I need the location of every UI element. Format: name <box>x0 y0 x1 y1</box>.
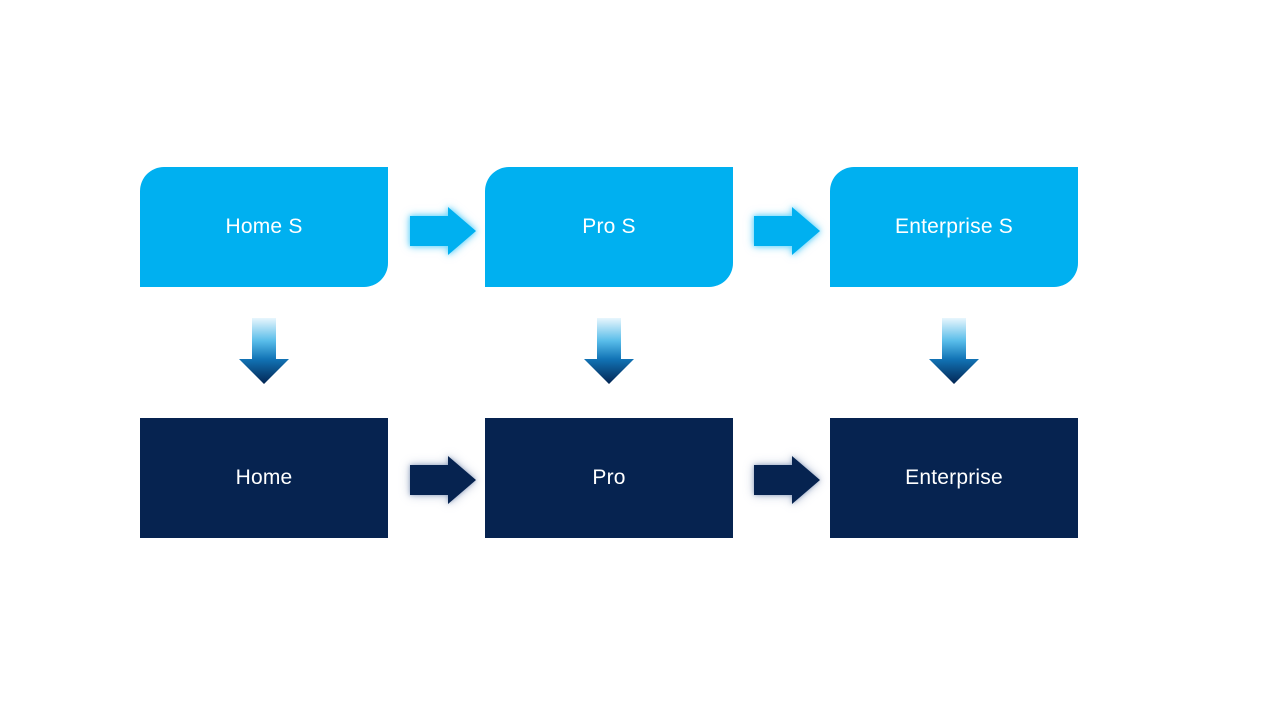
arrow-down-icon <box>584 318 634 384</box>
arrow-right-icon <box>410 456 476 504</box>
node-enterprise-s: Enterprise S <box>830 167 1078 287</box>
arrow-right-icon <box>754 456 820 504</box>
arrow-right-icon <box>754 207 820 255</box>
node-home: Home <box>140 418 388 538</box>
arrow-down-icon <box>239 318 289 384</box>
node-pro: Pro <box>485 418 733 538</box>
node-pro-s-label: Pro S <box>582 215 636 238</box>
node-pro-s: Pro S <box>485 167 733 287</box>
node-enterprise-s-label: Enterprise S <box>895 215 1013 238</box>
arrow-down-icon <box>929 318 979 384</box>
node-home-label: Home <box>235 466 293 489</box>
node-pro-label: Pro <box>592 466 626 489</box>
arrow-right-icon <box>410 207 476 255</box>
node-enterprise-label: Enterprise <box>905 466 1003 489</box>
node-enterprise: Enterprise <box>830 418 1078 538</box>
node-home-s-label: Home S <box>225 215 303 238</box>
node-home-s: Home S <box>140 167 388 287</box>
